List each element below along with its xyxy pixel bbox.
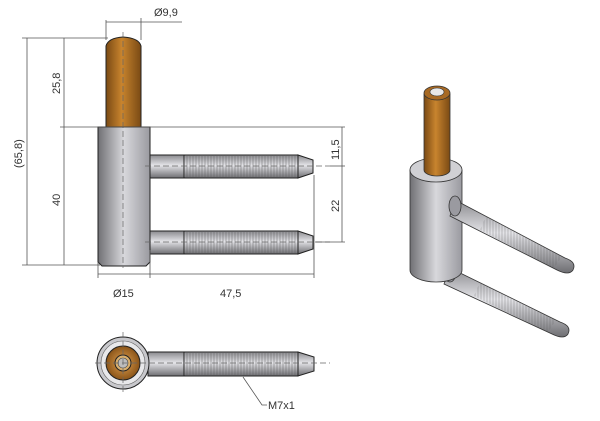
- lower-bolt: [149, 230, 314, 255]
- dim-body-diameter: Ø15: [113, 288, 134, 300]
- iso-body: [409, 169, 463, 283]
- dim-bolt-spacing: 22: [330, 200, 342, 212]
- dim-pin-diameter: Ø9,9: [154, 7, 178, 19]
- dim-overall-height: (65,8): [13, 139, 25, 168]
- dim-bolt-length: 47,5: [220, 288, 241, 300]
- isometric-view: [409, 85, 575, 338]
- thread-label: M7x1: [268, 400, 295, 412]
- steel-body: [97, 126, 151, 267]
- dimension-lines: [22, 18, 345, 278]
- top-view: M7x1: [95, 332, 330, 412]
- front-view: Ø9,9 (65,8) 25,8 40 11,5 22 Ø15 47,5: [13, 7, 345, 300]
- brass-pin: [105, 36, 142, 128]
- iso-upper-bolt: [448, 195, 575, 274]
- upper-bolt: [149, 154, 314, 179]
- dim-body-height: 40: [51, 194, 63, 206]
- dim-bolt-offset: 11,5: [330, 139, 342, 160]
- dim-pin-height: 25,8: [51, 73, 63, 94]
- iso-pin: [423, 93, 451, 177]
- iso-lower-bolt: [443, 261, 570, 338]
